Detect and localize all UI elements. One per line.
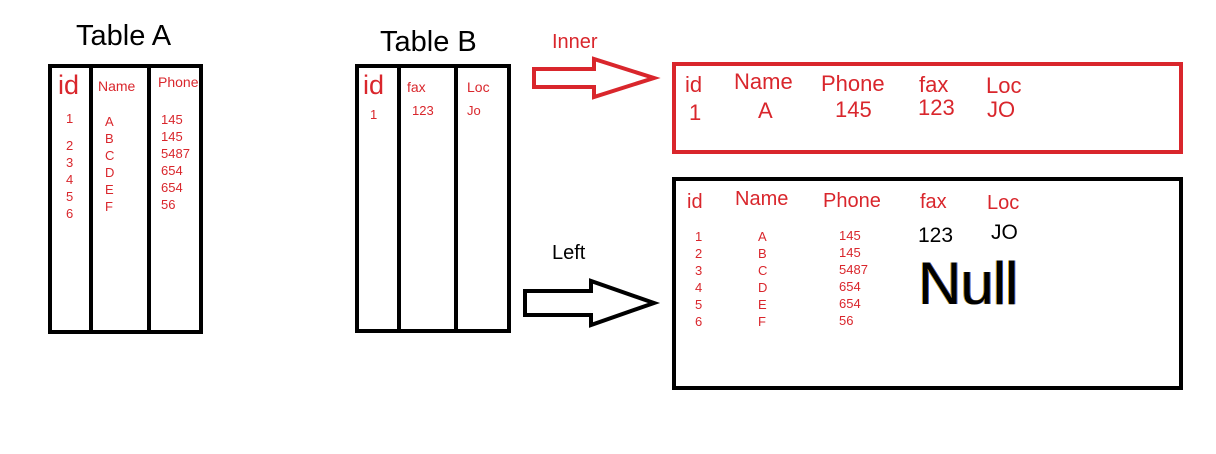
inner-header-loc: Loc — [986, 73, 1022, 98]
left-name-column: A B C D E F — [758, 228, 767, 330]
table-a-header-phone: Phone — [158, 74, 199, 90]
left-cell-fax: 123 — [918, 224, 954, 247]
list-item: C — [758, 263, 768, 278]
left-header-fax: fax — [920, 191, 947, 213]
left-header-phone: Phone — [823, 190, 881, 212]
list-item: 6 — [695, 314, 703, 329]
list-item: 1 — [66, 111, 74, 126]
inner-cell-phone: 145 — [835, 97, 872, 122]
list-item: 145 — [161, 129, 183, 144]
table-a-name-column: A B C D E F — [105, 113, 114, 215]
arrow-right-icon — [532, 56, 661, 100]
table-b-header-loc: Loc — [467, 79, 490, 95]
list-item: 145 — [839, 228, 861, 243]
left-id-column: 1 2 3 4 5 6 — [695, 228, 702, 330]
list-item: F — [105, 199, 113, 214]
list-item: B — [105, 131, 114, 146]
list-item: D — [105, 165, 115, 180]
list-item: 5487 — [161, 146, 190, 161]
list-item: 5 — [695, 297, 703, 312]
list-item: 6 — [66, 206, 74, 221]
list-item: 145 — [161, 112, 183, 127]
table-a-header-name: Name — [98, 78, 136, 94]
list-item: 145 — [839, 245, 861, 260]
list-item: 5 — [66, 189, 74, 204]
table-a-header-id: id — [58, 70, 80, 100]
list-item: B — [758, 246, 767, 261]
list-item: 4 — [695, 280, 703, 295]
inner-header-name: Name — [734, 69, 793, 94]
inner-cell-id: 1 — [689, 100, 702, 125]
list-item: E — [758, 297, 767, 312]
inner-header-phone: Phone — [821, 71, 885, 96]
table-b-cell-fax: 123 — [412, 103, 434, 118]
left-label: Left — [552, 242, 586, 264]
list-item: 1 — [695, 229, 703, 244]
list-item: A — [758, 229, 767, 244]
list-item: 654 — [161, 180, 183, 195]
table-b-header-fax: fax — [407, 79, 426, 95]
table-b-cell-id: 1 — [370, 107, 378, 122]
table-a-divider-1 — [89, 64, 93, 334]
list-item: E — [105, 182, 114, 197]
table-b-divider-1 — [397, 64, 401, 333]
left-result-box — [672, 177, 1183, 390]
table-b-cell-loc: Jo — [467, 103, 481, 118]
list-item: 5487 — [839, 262, 868, 277]
list-item: D — [758, 280, 768, 295]
table-a-phone-column: 145 145 5487 654 654 56 — [161, 111, 190, 213]
null-text: Null — [918, 250, 1018, 317]
table-b-title: Table B — [380, 26, 477, 58]
list-item: 3 — [66, 155, 74, 170]
table-b-divider-2 — [454, 64, 458, 333]
table-b-frame — [355, 64, 511, 333]
left-cell-loc: JO — [991, 221, 1018, 244]
inner-result-box — [672, 62, 1183, 154]
list-item: C — [105, 148, 115, 163]
left-header-id: id — [687, 191, 703, 213]
list-item: 56 — [161, 197, 176, 212]
inner-label: Inner — [552, 31, 598, 53]
list-item: 2 — [66, 138, 74, 153]
list-item: 2 — [695, 246, 703, 261]
left-phone-column: 145 145 5487 654 654 56 — [839, 227, 868, 329]
inner-header-id: id — [685, 72, 703, 97]
list-item: A — [105, 114, 114, 129]
list-item: 56 — [839, 313, 854, 328]
list-item: 654 — [161, 163, 183, 178]
table-a-title: Table A — [76, 20, 172, 52]
left-header-name: Name — [735, 188, 789, 210]
left-header-loc: Loc — [987, 192, 1020, 214]
table-b-header-id: id — [363, 70, 385, 100]
table-a-id-column: 1 2 3 4 5 6 — [66, 110, 73, 222]
inner-cell-fax: 123 — [918, 95, 955, 120]
list-item: 4 — [66, 172, 74, 187]
inner-header-fax: fax — [919, 72, 949, 97]
inner-cell-name: A — [758, 98, 773, 123]
table-a-frame — [48, 64, 203, 334]
list-item: 654 — [839, 296, 861, 311]
list-item: 654 — [839, 279, 861, 294]
list-item: 3 — [695, 263, 703, 278]
arrow-right-icon — [523, 278, 661, 328]
list-item: F — [758, 314, 766, 329]
inner-cell-loc: JO — [987, 97, 1016, 122]
table-a-divider-2 — [147, 64, 151, 334]
